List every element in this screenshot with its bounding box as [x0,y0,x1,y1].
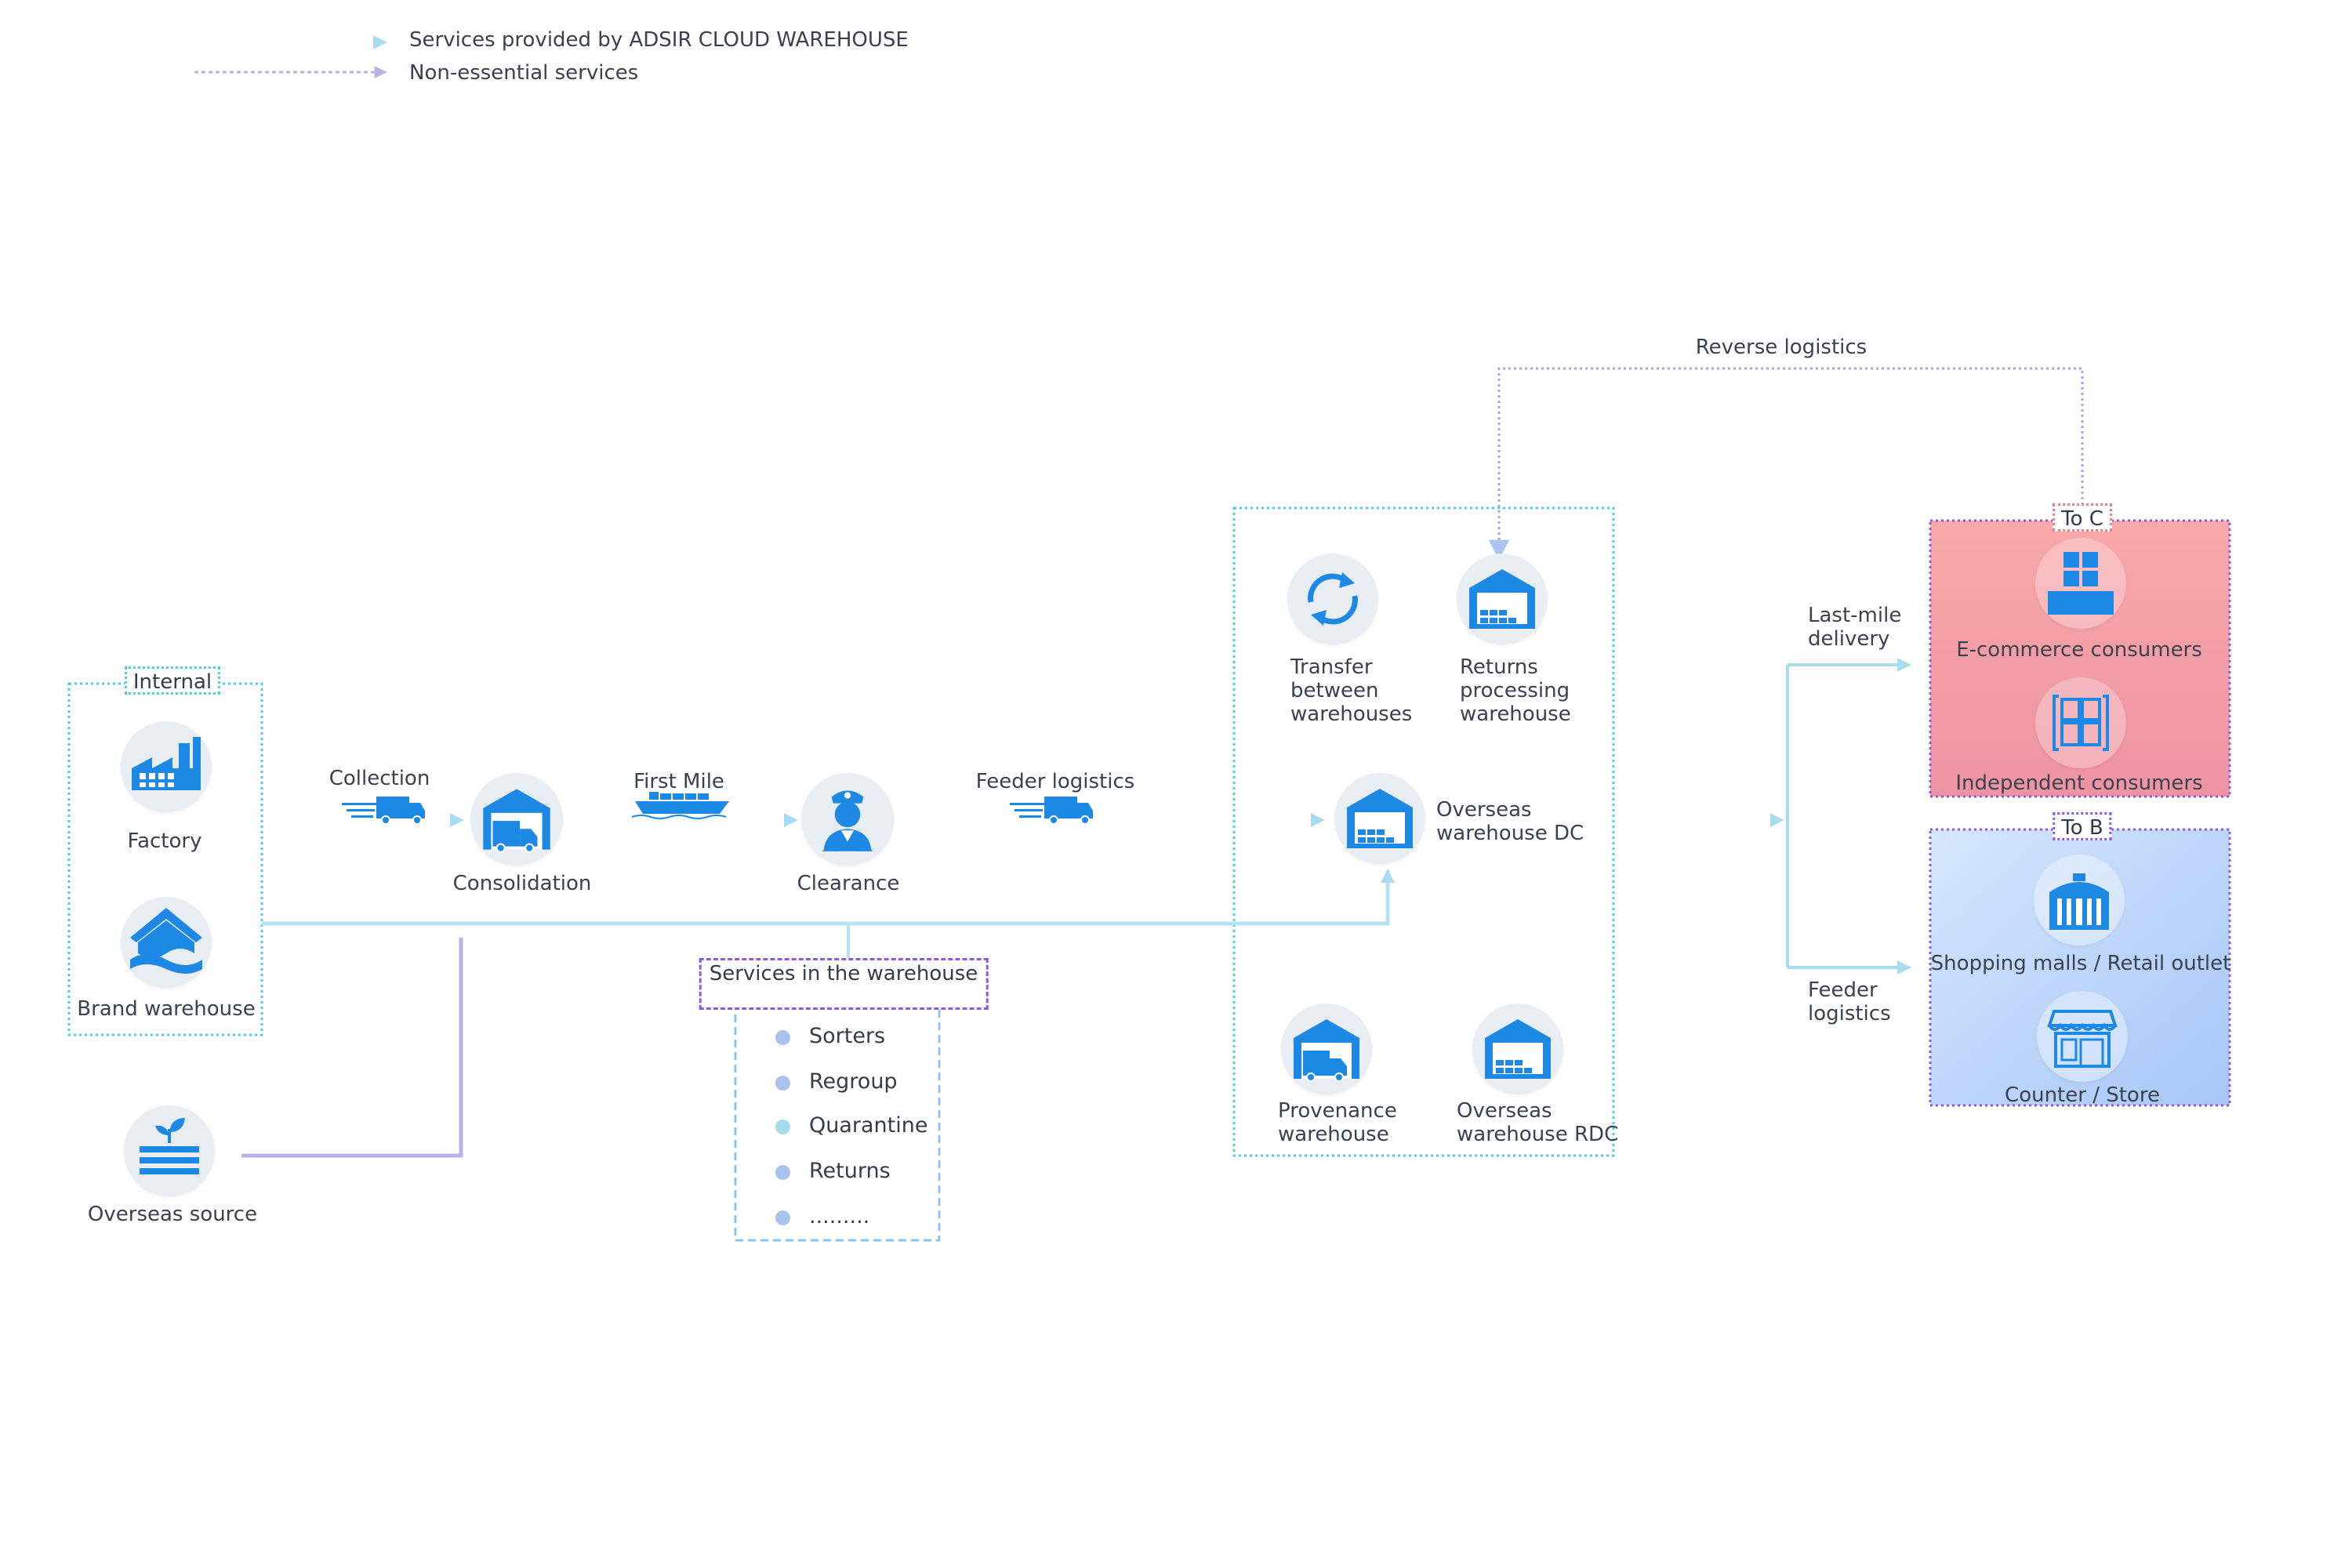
warehouse-truck-icon [483,789,550,853]
warehouse-boxes-icon [1469,569,1535,629]
warehouse-truck-icon [1294,1019,1359,1082]
overseas-dc-node [1334,773,1425,864]
sprout-stack-icon [140,1118,199,1174]
house-wave-icon [130,908,202,974]
feeder-truck-icon [1010,797,1093,825]
returns-processing-label: Returns processing warehouse [1460,655,1571,726]
service-label: ......... [809,1204,870,1229]
overseas-warehouses-box [1232,506,1615,1157]
mall-building-icon [2049,873,2109,930]
independent-node [2035,677,2126,768]
services-in-warehouse-tag: Services in the warehouse [699,958,989,1010]
factory-label: Factory [127,829,202,853]
feeder-logistics-edge-label: Feeder logistics [975,770,1135,793]
brand-warehouse-node [121,897,212,988]
factory-icon [132,737,201,790]
ecommerce-label: E-commerce consumers [1956,638,2202,662]
overseas-rdc-node [1472,1004,1563,1094]
service-label: Regroup [809,1069,898,1094]
internal-tag: Internal [124,666,221,695]
edge-overseas-source [241,938,463,1158]
counter-store-label: Counter / Store [2005,1083,2160,1107]
brand-warehouse-label: Brand warehouse [77,997,256,1021]
returns-processing-node [1457,554,1548,644]
service-bullet [775,1030,790,1045]
reverse-logistics-label: Reverse logistics [1695,336,1867,359]
service-bullet [775,1210,790,1225]
clearance-node [801,773,894,866]
service-label: Sorters [809,1024,886,1048]
independent-label: Independent consumers [1955,771,2203,795]
consolidation-node [470,773,563,866]
provenance-node [1281,1004,1372,1094]
collection-edge-label: Collection [328,767,430,790]
customs-officer-icon [822,790,873,851]
transfer-label: Transfer between warehouses [1290,655,1413,726]
first-mile-edge-label: First Mile [633,770,724,793]
edge-reverse-logistics [1489,367,2084,561]
shopping-malls-label: Shopping malls / Retail outlet [1930,952,2231,975]
overseas-dc-label: Overseas warehouse DC [1436,798,1584,845]
internal-group-box [67,682,263,1036]
factory-node [121,721,212,812]
overseas-rdc-label: Overseas warehouse RDC [1457,1099,1619,1146]
counter-store-node [2037,991,2128,1082]
window-grid-icon [2053,695,2109,751]
refresh-arrows-icon [1308,572,1358,626]
consolidation-label: Consolidation [452,872,592,895]
to-c-panel [1929,519,2231,798]
first-mile-ship-icon [631,792,729,819]
provenance-label: Provenance warehouse [1278,1099,1397,1146]
overseas-source-label: Overseas source [87,1203,258,1226]
feeder-logistics-to-b-label: Feeder logistics [1808,978,1891,1025]
to-c-tag: To C [2053,503,2112,532]
service-bullet [775,1165,790,1180]
ecommerce-node [2035,538,2126,629]
shopping-malls-node [2034,855,2125,946]
parcel-boxes-icon [2048,552,2114,615]
warehouse-boxes-icon [1347,789,1413,848]
last-mile-label: Last-mile delivery [1808,604,1902,651]
collection-truck-icon [342,797,425,825]
storefront-icon [2047,1010,2118,1068]
service-label: Returns [809,1159,891,1183]
warehouse-boxes-icon [1485,1019,1551,1079]
service-bullet [775,1120,790,1134]
edge-internal-to-dc [262,869,1395,926]
to-b-tag: To B [2053,812,2112,840]
transfer-node [1287,554,1378,644]
overseas-source-node [124,1105,215,1196]
legend-provided-label: Services provided by ADSIR CLOUD WAREHOU… [409,28,909,52]
legend-nonessential-label: Non-essential services [409,61,639,85]
service-bullet [775,1076,790,1091]
service-label: Quarantine [809,1113,928,1138]
clearance-label: Clearance [797,872,900,895]
